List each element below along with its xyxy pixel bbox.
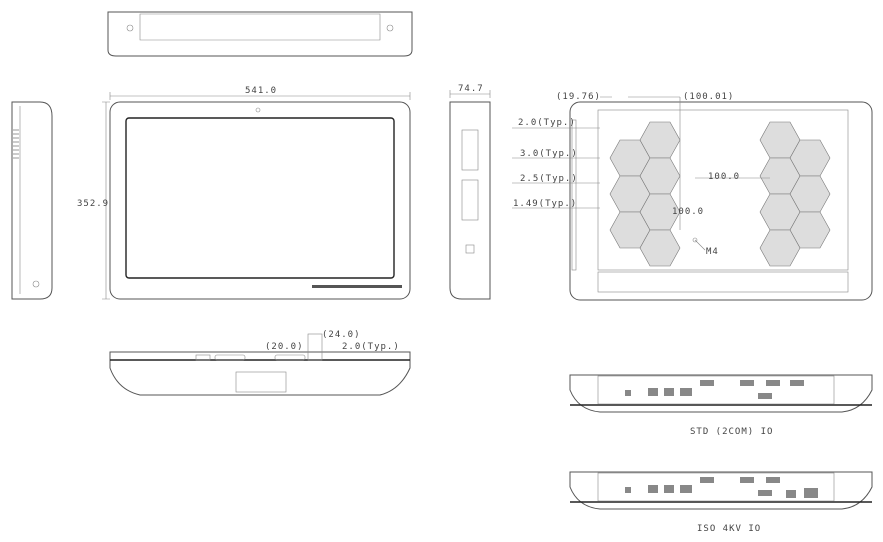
dim-bottom-b: (20.0) [265, 342, 304, 352]
dim-bottom-c: 2.0(Typ.) [342, 342, 400, 352]
io-label-iso: ISO 4KV IO [697, 524, 761, 534]
dim-vesa-h: 100.0 [708, 172, 740, 182]
dim-width: 541.0 [245, 86, 277, 96]
io-label-std: STD (2COM) IO [690, 427, 773, 437]
dim-bottom-a: (24.0) [322, 330, 361, 340]
left-side-view [11, 101, 53, 300]
dim-rear-left: (19.76) [556, 92, 601, 102]
right-side-view: 74.7 [449, 84, 491, 300]
dim-depth: 74.7 [458, 84, 484, 94]
io-view-std: STD (2COM) IO [569, 374, 873, 437]
front-buttons [312, 285, 402, 288]
dim-wall-3: 2.5(Typ.) [520, 174, 578, 184]
vent-right [759, 121, 831, 267]
top-view [107, 11, 413, 57]
front-view: 541.0 352.9 [77, 86, 411, 300]
dim-wall-1: 2.0(Typ.) [518, 118, 576, 128]
dim-wall-2: 3.0(Typ.) [520, 149, 578, 159]
bottom-view: (24.0) (20.0) 2.0(Typ.) [109, 330, 411, 396]
rear-view: (19.76) (100.01) 2.0(Typ.) 3.0(Typ.) 2.5… [512, 92, 873, 301]
dim-vesa-v: 100.0 [672, 207, 704, 217]
dim-height: 352.9 [77, 199, 109, 209]
io-view-iso: ISO 4KV IO [569, 471, 873, 534]
vent-left [609, 121, 681, 267]
dim-wall-4: 1.49(Typ.) [513, 199, 577, 209]
dim-screw: M4 [706, 247, 719, 257]
dim-rear-top: (100.01) [683, 92, 734, 102]
